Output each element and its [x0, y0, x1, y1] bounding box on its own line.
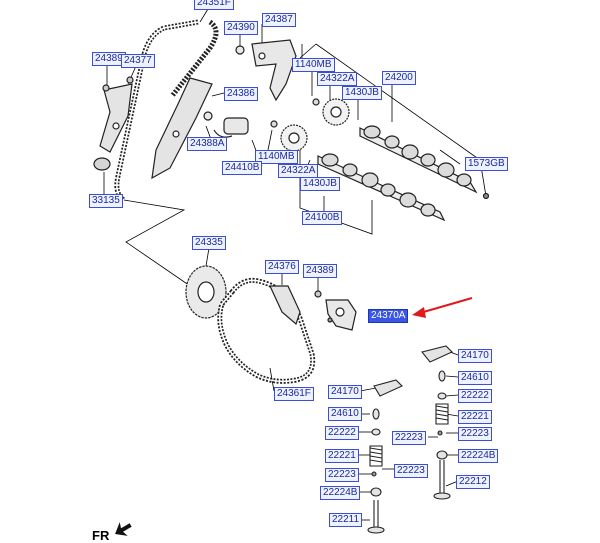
callout-24610-left[interactable]: 24610: [328, 407, 362, 421]
callout-1430JB-mid[interactable]: 1430JB: [300, 177, 340, 191]
callout-24361F[interactable]: 24361F: [274, 387, 314, 401]
callout-22224B-right[interactable]: 22224B: [458, 449, 499, 463]
callout-24389-mid[interactable]: 24389: [303, 264, 337, 278]
callout-24370A[interactable]: 24370A: [368, 309, 409, 323]
assembly-lines: [123, 199, 197, 291]
callout-22212[interactable]: 22212: [456, 475, 490, 489]
callout-24170-left[interactable]: 24170: [328, 385, 362, 399]
callout-1430JB-upper[interactable]: 1430JB: [342, 86, 382, 100]
valve-train-right: [421, 345, 453, 500]
valve-train-left: [367, 379, 403, 534]
callout-24388A[interactable]: 24388A: [187, 137, 228, 151]
callout-22223-right[interactable]: 22223: [458, 427, 492, 441]
callout-24377[interactable]: 24377: [121, 54, 155, 68]
idler-33135: [93, 76, 134, 171]
callout-24410B[interactable]: 24410B: [222, 161, 263, 175]
crank-sprocket-24335: [185, 265, 227, 319]
front-direction-arrow-icon: [115, 522, 132, 536]
callout-22211[interactable]: 22211: [329, 513, 363, 527]
callout-22224B-left[interactable]: 22224B: [320, 486, 361, 500]
pointer-arrow: [412, 297, 473, 318]
callout-22222-right[interactable]: 22222: [458, 389, 492, 403]
callout-1140MB-mid[interactable]: 1140MB: [255, 150, 298, 164]
callout-22223-left[interactable]: 22223: [325, 468, 359, 482]
callout-24351F[interactable]: 24351F: [194, 0, 234, 10]
callout-22222-left[interactable]: 22222: [325, 426, 359, 440]
callout-24376[interactable]: 24376: [265, 260, 299, 274]
callout-22223-middle[interactable]: 22223: [392, 431, 426, 445]
upper-timing-chain: [114, 19, 219, 203]
lower-timing-chain: [217, 277, 316, 384]
callout-24322A-upper[interactable]: 24322A: [317, 72, 358, 86]
lower-chain-guide-24376: [269, 285, 322, 326]
callout-24100B[interactable]: 24100B: [302, 211, 343, 225]
callout-24322A-mid[interactable]: 24322A: [278, 164, 319, 178]
callout-22221-right[interactable]: 22221: [458, 410, 492, 424]
callout-1140MB-upper[interactable]: 1140MB: [292, 58, 335, 72]
camshaft-sprockets: [270, 98, 350, 152]
callout-24170-right[interactable]: 24170: [458, 349, 492, 363]
camshafts: [317, 125, 490, 222]
callout-24335[interactable]: 24335: [192, 236, 226, 250]
callout-1573GB[interactable]: 1573GB: [465, 157, 508, 171]
front-direction-label: FR: [92, 528, 110, 543]
callout-24387[interactable]: 24387: [262, 13, 296, 27]
upper-chain-guides: [99, 77, 213, 180]
callout-22223-left-secondary[interactable]: 22223: [394, 464, 428, 478]
callout-24390[interactable]: 24390: [224, 21, 258, 35]
callout-24200[interactable]: 24200: [382, 71, 416, 85]
callout-22221-left[interactable]: 22221: [325, 449, 359, 463]
upper-tensioner-24410B: [203, 111, 249, 138]
upper-bracket-24387: [235, 39, 297, 102]
callout-24386[interactable]: 24386: [224, 87, 258, 101]
lower-tensioner-24370A: [325, 299, 357, 331]
callout-33135[interactable]: 33135: [89, 194, 123, 208]
callout-24610-right[interactable]: 24610: [458, 371, 492, 385]
